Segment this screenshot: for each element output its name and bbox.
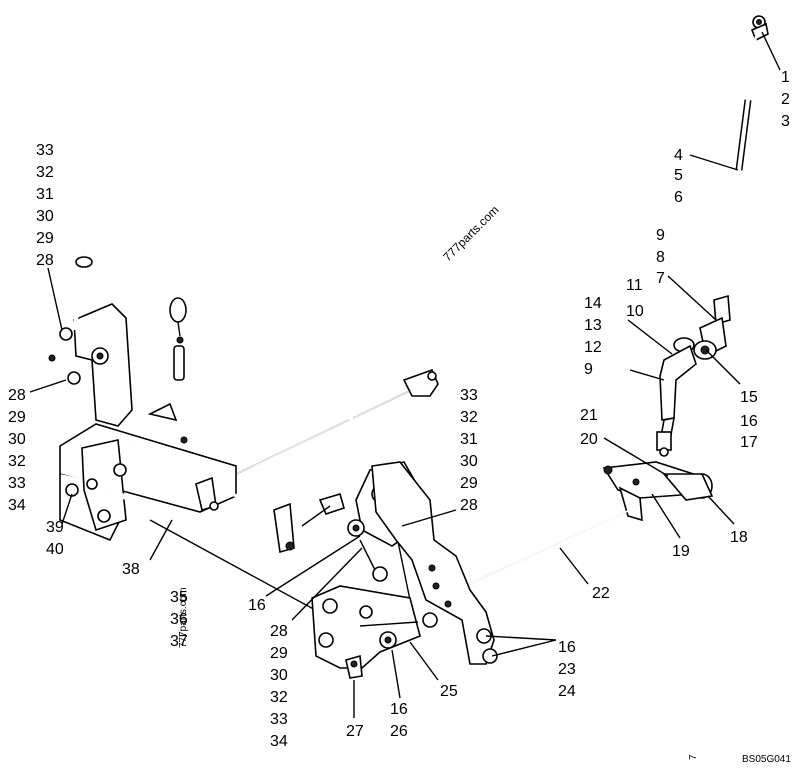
callout-2: 2 (781, 91, 790, 108)
linkage-drawing (29, 15, 781, 718)
callout-9: 9 (656, 227, 665, 244)
callout-29-center: 29 (460, 475, 478, 492)
callout-32-top: 32 (36, 164, 54, 181)
leader-lines (29, 31, 781, 718)
callout-34-lower: 34 (270, 733, 288, 750)
callout-38: 38 (122, 561, 140, 578)
callout-25: 25 (440, 683, 458, 700)
callout-36: 36 (170, 611, 188, 628)
callout-16-right: 16 (740, 413, 758, 430)
callout-21: 21 (580, 407, 598, 424)
callout-29-left: 29 (8, 409, 26, 426)
callout-15: 15 (740, 389, 758, 406)
callout-9-lower: 9 (584, 361, 593, 378)
callout-33-top: 33 (36, 142, 54, 159)
left-frame (48, 248, 357, 619)
callout-3: 3 (781, 113, 790, 130)
right-side-plate (371, 461, 498, 665)
callout-31-top: 31 (36, 186, 54, 203)
callout-33-lower: 33 (270, 711, 288, 728)
callout-35: 35 (170, 589, 188, 606)
callout-8: 8 (656, 249, 665, 266)
callout-29-lower: 29 (270, 645, 288, 662)
dipstick-part (169, 297, 187, 381)
callout-1: 1 (781, 69, 790, 86)
right-pivot-bracket (602, 461, 714, 522)
callout-33-center: 33 (460, 387, 478, 404)
callout-5: 5 (674, 167, 683, 184)
callout-32-lower: 32 (270, 689, 288, 706)
callout-30-left: 30 (8, 431, 26, 448)
callout-30-center: 30 (460, 453, 478, 470)
callout-19: 19 (672, 543, 690, 560)
callout-16-plate: 16 (558, 639, 576, 656)
callout-17: 17 (740, 434, 758, 451)
callout-24: 24 (558, 683, 576, 700)
callout-11: 11 (626, 277, 643, 294)
callout-23: 23 (558, 661, 576, 678)
callout-29-top: 29 (36, 230, 54, 247)
callout-10: 10 (626, 303, 644, 320)
callout-4: 4 (674, 147, 683, 164)
callout-31-center: 31 (460, 431, 478, 448)
callout-40: 40 (46, 541, 64, 558)
callout-32-center: 32 (460, 409, 478, 426)
callout-6: 6 (674, 189, 683, 206)
callout-27: 27 (346, 723, 364, 740)
callout-37: 37 (170, 633, 188, 650)
callout-16-lower: 16 (390, 701, 408, 718)
corner-mark: 7 (688, 754, 699, 760)
callout-16-center: 16 (248, 597, 266, 614)
callout-33-left: 33 (8, 475, 26, 492)
callout-28-top: 28 (36, 252, 54, 269)
callout-26: 26 (390, 723, 408, 740)
callout-12: 12 (584, 339, 602, 356)
right-lever-assembly (656, 316, 727, 457)
figure-id: BS05G041 (742, 754, 791, 765)
callout-30-top: 30 (36, 208, 54, 225)
upper-rod-assembly (713, 15, 769, 326)
callout-28-center: 28 (460, 497, 478, 514)
callout-22: 22 (592, 585, 610, 602)
callout-13: 13 (584, 317, 602, 334)
callout-34-left: 34 (8, 497, 26, 514)
callout-18: 18 (730, 529, 748, 546)
callout-30-lower: 30 (270, 667, 288, 684)
callout-28-left: 28 (8, 387, 26, 404)
callout-32-left: 32 (8, 453, 26, 470)
callout-labels: 1 2 3 4 5 6 9 8 7 11 10 14 13 12 9 15 16… (8, 69, 790, 750)
watermark-small-text: 777parts.com (178, 587, 189, 648)
callout-14: 14 (584, 295, 602, 312)
watermark-text: 777parts.com (440, 203, 501, 264)
callout-39: 39 (46, 519, 64, 536)
callout-7: 7 (656, 270, 665, 287)
lower-center-plate (311, 585, 421, 679)
callout-20: 20 (580, 431, 598, 448)
callout-28-lower: 28 (270, 623, 288, 640)
